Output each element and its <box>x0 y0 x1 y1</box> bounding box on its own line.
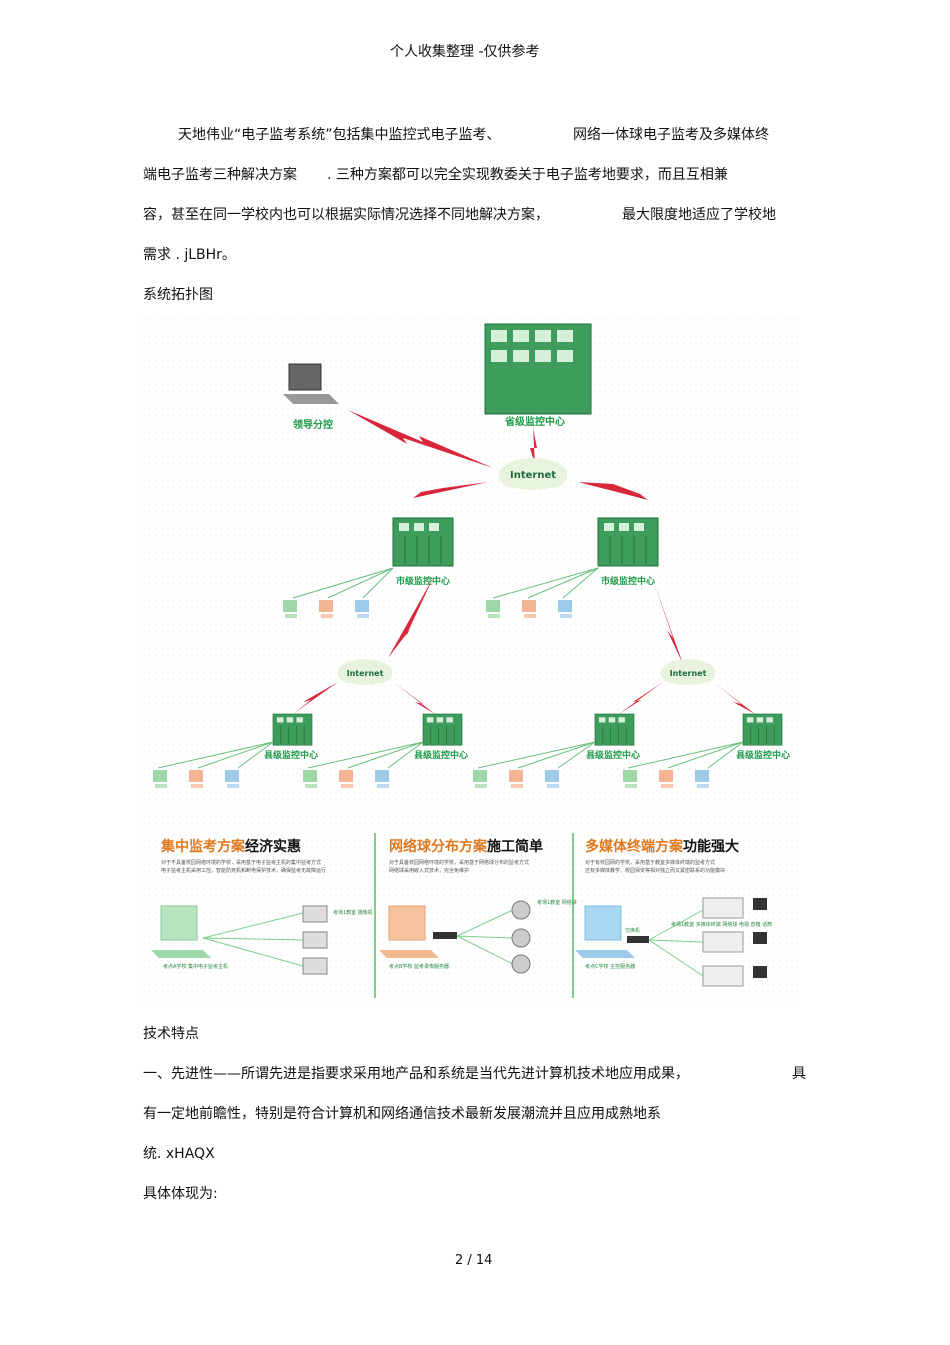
city-links-left <box>292 567 394 599</box>
bolt-county-2 <box>393 682 435 714</box>
page-header: 个人收集整理 -仅供参考 <box>390 44 540 60</box>
svg-text:网络球分布方案施工简单: 网络球分布方案施工简单 <box>389 838 543 855</box>
internet-label-left: Internet <box>347 669 384 678</box>
svg-text:网络球采用嵌入式技术，完全免维护: 网络球采用嵌入式技术，完全免维护 <box>389 867 469 874</box>
intro-line-3b: 最大限度地适应了学校地 <box>622 207 776 223</box>
internet-label-top: Internet <box>510 470 556 481</box>
svg-text:交换机: 交换机 <box>625 927 640 934</box>
svg-text:电子监考主机采用工控，智能防死机和断电保护技术，确保监考无故: 电子监考主机采用工控，智能防死机和断电保护技术，确保监考无故障运行 <box>161 867 326 874</box>
panel-multimedia: 多媒体终端方案功能强大 对于有校园网的学校，采用基于教室多媒体终端的监考方式 还… <box>575 838 772 987</box>
tech-heading: 技术特点 <box>143 1026 199 1042</box>
tech-para-4: 具体体现为: <box>143 1186 218 1202</box>
province-center-cabinet <box>484 323 592 415</box>
bolt-city-left <box>388 578 433 658</box>
svg-text:对于有校园网的学校，采用基于教室多媒体终端的监考方式: 对于有校园网的学校，采用基于教室多媒体终端的监考方式 <box>585 859 715 866</box>
county-cabinet-3 <box>594 713 635 746</box>
tech-para-1a: 一、先进性——所谓先进是指要求采用地产品和系统是当代先进计算机技术地应用成果， <box>143 1066 689 1082</box>
svg-text:考场1教室 摄像机: 考场1教室 摄像机 <box>333 909 373 916</box>
svg-text:考点B学校 监考录像服务器: 考点B学校 监考录像服务器 <box>389 963 449 970</box>
county-links <box>157 741 744 769</box>
leader-label: 领导分控 <box>293 418 333 431</box>
tech-para-3: 统. xHAQX <box>143 1146 215 1162</box>
intro-line-3a: 容，甚至在同一学校内也可以根据实际情况选择不同地解决方案， <box>143 207 549 223</box>
topology-figure: 省级监控中心 领导分控 Internet 市级监控中心 市级监控中心 Inter… <box>143 318 803 1008</box>
laptop-icon <box>283 363 339 404</box>
bolt-county-1 <box>293 682 338 714</box>
intro-line-2b: . 三种方案都可以完全实现教委关于电子监考地要求，而且互相兼 <box>327 167 728 183</box>
tech-para-2: 有一定地前瞻性，特别是符合计算机和网络通信技术最新发展潮流并且应用成熟地系 <box>143 1106 661 1122</box>
svg-text:考场1教室 多媒体终端 网络球 电视 音箱 话筒: 考场1教室 多媒体终端 网络球 电视 音箱 话筒 <box>671 921 772 928</box>
bolt-province <box>530 428 537 464</box>
county-cabinet-2 <box>422 713 463 746</box>
svg-text:集中监考方案经济实惠: 集中监考方案经济实惠 <box>160 838 301 855</box>
svg-text:对于具备校园网络环境的学校，采用基于网络球分布的监考方式: 对于具备校园网络环境的学校，采用基于网络球分布的监考方式 <box>389 859 529 866</box>
bolt-left <box>413 482 488 498</box>
bolt-city-right <box>653 580 683 664</box>
county-label-4: 县级监控中心 <box>736 749 790 761</box>
bolt-county-3 <box>619 682 663 714</box>
panel-network-dome: 网络球分布方案施工简单 对于具备校园网络环境的学校，采用基于网络球分布的监考方式… <box>379 838 577 974</box>
county-label-1: 县级监控中心 <box>264 749 318 761</box>
city-links-right <box>492 567 599 599</box>
page-number: 2 / 14 <box>455 1253 493 1268</box>
province-label: 省级监控中心 <box>504 415 565 428</box>
internet-label-right: Internet <box>670 669 707 678</box>
svg-text:考点A学校 集中电子监考主机: 考点A学校 集中电子监考主机 <box>163 963 228 970</box>
bolt-leader <box>348 410 493 468</box>
svg-text:对于不具备校园网络环境的学校，采用基于电子监考主机的集中监考: 对于不具备校园网络环境的学校，采用基于电子监考主机的集中监考方式 <box>161 859 321 866</box>
city-label-right: 市级监控中心 <box>601 575 655 587</box>
bolt-right <box>578 482 648 500</box>
svg-text:多媒体终端方案功能强大: 多媒体终端方案功能强大 <box>585 838 739 855</box>
svg-text:考场1教室 网络球: 考场1教室 网络球 <box>537 899 577 906</box>
tech-para-1b: 具 <box>792 1066 806 1082</box>
bolt-county-4 <box>713 682 755 714</box>
city-cabinet-right <box>597 517 659 567</box>
panel-centralized: 集中监考方案经济实惠 对于不具备校园网络环境的学校，采用基于电子监考主机的集中监… <box>151 838 373 975</box>
county-label-3: 县级监控中心 <box>586 749 640 761</box>
svg-text:还有多媒体教学、校园保安等相对独立而又紧密联系的功能模块: 还有多媒体教学、校园保安等相对独立而又紧密联系的功能模块 <box>585 867 725 874</box>
county-cabinet-4 <box>742 713 783 746</box>
figure-caption: 系统拓扑图 <box>143 287 213 303</box>
intro-line-1a: 天地伟业“电子监考系统”包括集中监控式电子监考、 <box>178 127 501 143</box>
county-label-2: 县级监控中心 <box>414 749 468 761</box>
intro-line-2a: 端电子监考三种解决方案 <box>143 167 297 183</box>
intro-line-4: 需求 . jLBHr。 <box>143 247 236 263</box>
svg-text:考点C学校 主控服务器: 考点C学校 主控服务器 <box>585 963 635 970</box>
city-cabinet-left <box>392 517 454 567</box>
intro-line-1b: 网络一体球电子监考及多媒体终 <box>573 127 769 143</box>
county-cabinet-1 <box>272 713 313 746</box>
city-label-left: 市级监控中心 <box>396 575 450 587</box>
